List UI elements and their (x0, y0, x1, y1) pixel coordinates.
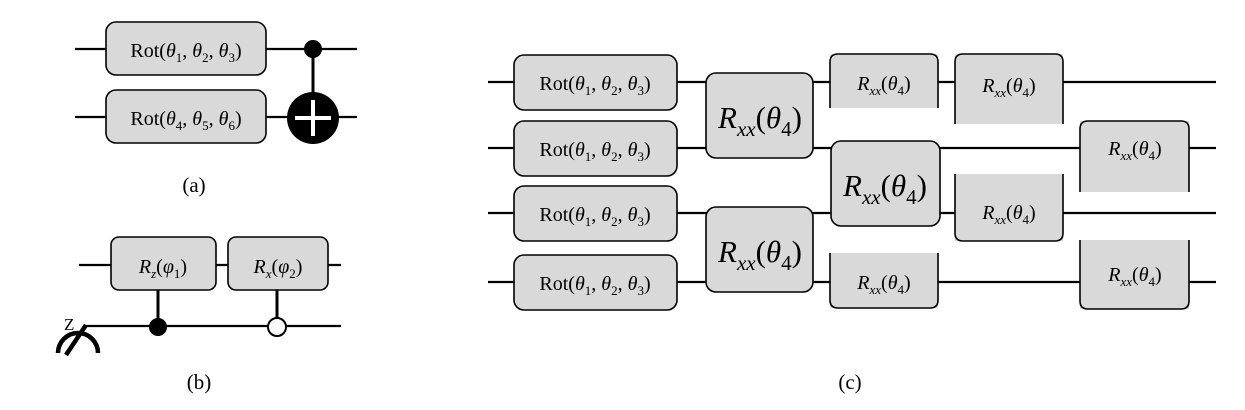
measurement-icon: Z (55, 315, 101, 357)
c-rxx-split-gate-bottom: Rxx(θ4) (829, 253, 939, 309)
panel-b: Z Rz(φ1) Rx(φ2) (b) (55, 236, 341, 394)
a-rot-gate-1-label: Rot(θ1, θ2, θ3) (130, 40, 241, 65)
c-rot-gate-label: Rot(θ1, θ2, θ3) (539, 273, 650, 298)
c-caption: (c) (838, 370, 861, 394)
a-rot-gate-2-label: Rot(θ4, θ5, θ6) (130, 108, 241, 133)
c-rot-gate-label: Rot(θ1, θ2, θ3) (539, 139, 650, 164)
a-cnot-control-dot (304, 40, 322, 58)
c-rot-gate-label: Rot(θ1, θ2, θ3) (539, 73, 650, 98)
c-rxx-small-label: Rxx(θ4) (1107, 138, 1161, 163)
c-rxx-split-gate-bottom: Rxx(θ4) (954, 174, 1064, 242)
c-rxx-small-label: Rxx(θ4) (856, 272, 910, 297)
a-rot-gate-1 (105, 21, 267, 76)
c-rxx-small-label: Rxx(θ4) (981, 75, 1035, 100)
b-rz-gate-label: Rz(φ1) (138, 256, 187, 281)
c-rxx-large-gate (705, 72, 814, 159)
panel-a: Rot(θ1, θ2, θ3) Rot(θ4, θ5, θ6) (a) (75, 21, 357, 197)
c-rxx-split-gate-top: Rxx(θ4) (1079, 120, 1190, 192)
c-rot-gate (513, 185, 678, 242)
measure-basis-label: Z (64, 315, 74, 334)
c-rxx-split-gate-bottom: Rxx(θ4) (1079, 240, 1190, 310)
c-rxx-split-gate-top: Rxx(θ4) (829, 53, 939, 108)
c-rxx-large-label: Rxx(θ4) (842, 168, 927, 209)
b-caption: (b) (187, 370, 212, 394)
c-rot-gate (513, 254, 678, 311)
a-caption: (a) (182, 173, 205, 197)
c-rxx-small-label: Rxx(θ4) (1107, 264, 1161, 289)
c-rot-gate (513, 120, 678, 177)
c-rxx-large-gate (830, 140, 941, 227)
c-rot-column: Rot(θ1, θ2, θ3) Rot(θ1, θ2, θ3) Rot(θ1, … (513, 54, 678, 311)
c-rxx-large-gate (705, 206, 814, 293)
panel-c: Rot(θ1, θ2, θ3) Rot(θ1, θ2, θ3) Rot(θ1, … (488, 53, 1216, 394)
c-rxx-small-label: Rxx(θ4) (981, 202, 1035, 227)
c-rxx-large-label: Rxx(θ4) (717, 100, 802, 141)
c-rxx-split-gate-top: Rxx(θ4) (954, 53, 1064, 124)
b-rx-gate-label: Rx(φ2) (253, 256, 303, 281)
c-rxx-large-label: Rxx(θ4) (717, 234, 802, 275)
a-rot-gate-2 (105, 89, 267, 144)
c-rot-gate (513, 54, 678, 111)
c-rxx-small-label: Rxx(θ4) (856, 73, 910, 98)
b-rz-gate (110, 236, 217, 291)
b-open-control (267, 317, 287, 337)
b-filled-control (149, 318, 167, 336)
c-rot-gate-label: Rot(θ1, θ2, θ3) (539, 204, 650, 229)
